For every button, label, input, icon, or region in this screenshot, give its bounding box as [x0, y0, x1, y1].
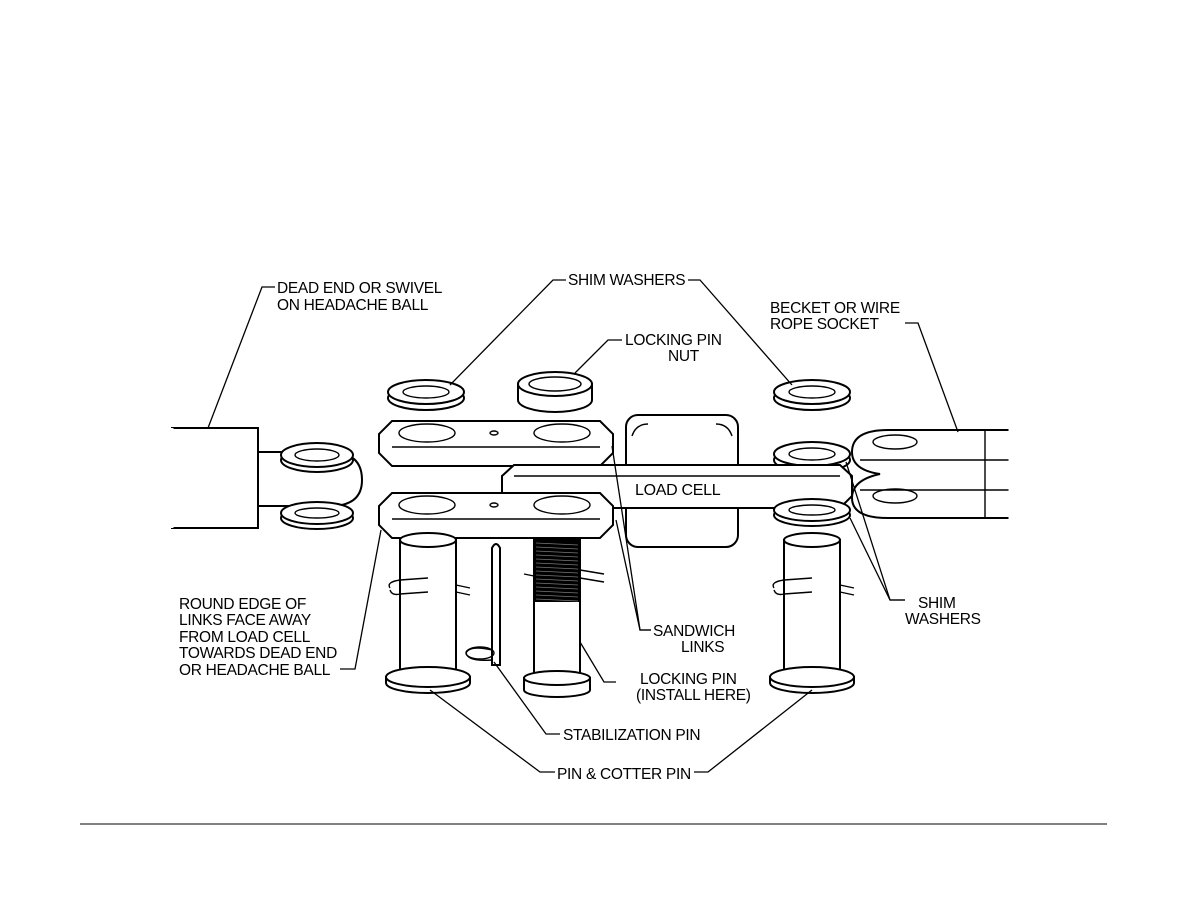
locking-pin-label-line2: (INSTALL HERE)	[636, 687, 751, 704]
pin-cotter-left	[385, 532, 471, 694]
right-shim-washer-lower	[773, 498, 851, 527]
round-edge-label-line2: LINKS FACE AWAY	[179, 612, 311, 629]
left-shim-washer-upper	[280, 442, 354, 473]
shim-washers-top-label: SHIM WASHERS	[568, 272, 685, 289]
pin-cotter-right	[769, 532, 855, 694]
becket-label-line2: ROPE SOCKET	[770, 316, 879, 333]
sandwich-links-label-line2: LINKS	[681, 639, 724, 656]
locking-pin-nut-label-line2: NUT	[668, 348, 700, 365]
round-edge-label-line5: OR HEADACHE BALL	[179, 662, 331, 679]
dead-end-label-line2: ON HEADACHE BALL	[277, 297, 429, 314]
leader-lines	[207, 279, 959, 773]
dead-end-swivel	[170, 427, 364, 530]
stabilization-pin-label: STABILIZATION PIN	[563, 727, 700, 744]
round-edge-label-line4: TOWARDS DEAD END	[179, 645, 337, 662]
sandwich-link-upper	[378, 420, 614, 467]
locking-pin-nut	[517, 371, 593, 413]
becket-label-line1: BECKET OR WIRE	[770, 300, 900, 317]
shim-washers-right-label-line1: SHIM	[918, 595, 956, 612]
stabilization-pin	[465, 543, 501, 666]
round-edge-label-line1: ROUND EDGE OF	[179, 596, 306, 613]
labels: DEAD END OR SWIVEL ON HEADACHE BALL SHIM…	[179, 272, 981, 783]
shim-washers-right-label-line2: WASHERS	[905, 611, 981, 628]
becket-wire-rope-socket	[850, 428, 1012, 520]
sandwich-links-label-line1: SANDWICH	[653, 623, 735, 640]
round-edge-label-line3: FROM LOAD CELL	[179, 629, 311, 646]
left-shim-washer-lower	[280, 501, 354, 530]
locking-pin	[523, 539, 605, 698]
dead-end-label-line1: DEAD END OR SWIVEL	[277, 280, 443, 297]
top-shim-washer-left	[387, 379, 465, 411]
locking-pin-label-line1: LOCKING PIN	[640, 671, 737, 688]
locking-pin-nut-label-line1: LOCKING PIN	[625, 332, 722, 349]
pin-cotter-label: PIN & COTTER PIN	[557, 766, 691, 783]
load-cell-label: LOAD CELL	[635, 482, 721, 499]
sandwich-link-lower	[378, 492, 614, 539]
top-shim-washer-right	[773, 379, 851, 411]
